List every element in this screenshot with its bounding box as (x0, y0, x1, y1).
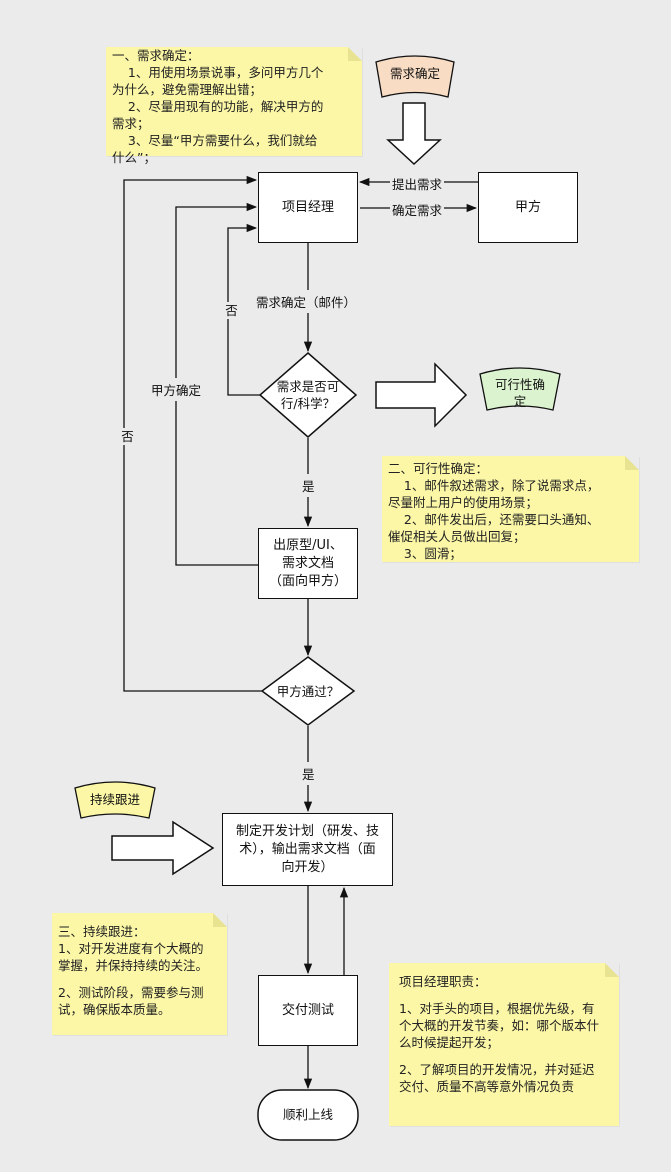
label-confirm-req: 确定需求 (390, 200, 445, 219)
note-line: 催促相关人员做出回复； (388, 529, 526, 544)
banner-feasibility-shape (479, 367, 561, 411)
banner-requirement: 需求确定 (389, 66, 440, 81)
diamond-client-pass (260, 656, 356, 726)
note-line: 1、邮件叙述需求，除了说需求点， (388, 478, 600, 493)
note-line: 么时候提起开发； (399, 1035, 500, 1050)
big-arrow-down (386, 102, 442, 166)
node-client: 甲方 (478, 172, 578, 243)
note-line: 1、用使用场景说事，多问甲方几个 (112, 65, 324, 80)
node-dev-plan-line: 制定开发计划（研发、技 (235, 823, 379, 839)
note-line: 3、圆滑； (388, 546, 462, 561)
banner-feasibility-line: 定 (513, 394, 527, 409)
node-prototype-line: （面向甲方） (268, 573, 347, 589)
note-line: 一、需求确定： (112, 48, 200, 63)
label-client-confirm: 甲方确定 (150, 378, 203, 401)
note-line: 1、对开发进度有个大概的 (58, 941, 204, 956)
node-client-pass-question: 甲方通过？ (276, 684, 340, 699)
label-yes2: 是 (301, 762, 316, 785)
note-line: 1、对手头的项目，根据优先级，有 (399, 1001, 595, 1016)
node-feasible-line: 行/科学？ (280, 396, 336, 411)
note-line: 2、测试阶段，需要参与测 (58, 985, 204, 1000)
terminator-launch (257, 1089, 359, 1141)
note-line: 需求； (112, 116, 150, 131)
note-line: 2、尽量用现有的功能，解决甲方的 (112, 99, 324, 114)
note-fold (213, 913, 227, 927)
banner-followup-shape (74, 781, 156, 819)
note-line: 什么”； (112, 150, 156, 165)
note-line: 3、尽量“甲方需要什么，我们就给 (112, 133, 318, 148)
note-line: 个大概的开发节奏，如：哪个版本什 (399, 1018, 600, 1033)
big-arrow-right (375, 362, 468, 428)
note-line: 尽量附上用户的使用场景； (388, 495, 539, 510)
label-raise-req: 提出需求 (390, 174, 445, 193)
note-line (399, 1051, 611, 1061)
node-delivery-test: 交付测试 (258, 975, 358, 1046)
label-no1: 否 (221, 302, 240, 319)
label-no2: 否 (117, 428, 136, 445)
note-pm-duties: 项目经理职责： 1、对手头的项目，根据优先级，有 个大概的开发节奏，如：哪个版本… (389, 963, 619, 1126)
node-prototype-line: 需求文档 (281, 555, 334, 571)
note-line: 2、了解项目的开发情况，并对延迟 (399, 1062, 595, 1077)
note-fold (348, 47, 362, 61)
note-fold (605, 963, 619, 977)
node-feasible-question: 需求是否可 行/科学？ (262, 378, 354, 412)
edge-no2 (123, 175, 262, 692)
node-launch: 顺利上线 (282, 1107, 333, 1122)
note-line: 项目经理职责： (399, 974, 487, 989)
node-dev-plan-line: 向开发） (281, 859, 334, 875)
banner-feasibility-line: 可行性确 (494, 377, 545, 392)
label-yes1: 是 (301, 474, 316, 497)
note-line: 三、持续跟进： (58, 924, 146, 939)
note-line (58, 974, 221, 984)
note-line: 交付、质量不高等意外情况负责 (399, 1079, 575, 1094)
node-feasible-line: 需求是否可 (276, 379, 340, 394)
note-line (399, 990, 611, 1000)
note-line: 二、可行性确定： (388, 461, 489, 476)
note-line: 掌握，并保持持续的关注。 (58, 958, 209, 973)
banner-requirement-shape (375, 55, 455, 98)
banner-followup: 持续跟进 (89, 792, 140, 807)
node-prototype-line: 出原型/UI、 (273, 537, 343, 553)
note-fold (625, 456, 639, 470)
big-arrow-right-2 (111, 820, 215, 876)
node-dev-plan-line: 术），输出需求文档（面 (239, 841, 376, 857)
node-project-manager: 项目经理 (258, 172, 358, 243)
note-line: 为什么，避免需理解出错； (112, 82, 263, 97)
note-followup: 三、持续跟进： 1、对开发进度有个大概的 掌握，并保持持续的关注。 2、测试阶段… (52, 913, 227, 1035)
note-line: 试，确保版本质量。 (58, 1002, 171, 1017)
banner-feasibility: 可行性确 定 (482, 376, 558, 410)
diamond-feasible (258, 352, 358, 438)
note-feasibility: 二、可行性确定： 1、邮件叙述需求，除了说需求点， 尽量附上用户的使用场景； 2… (382, 456, 639, 562)
node-prototype: 出原型/UI、 需求文档 （面向甲方） (258, 528, 358, 599)
node-dev-plan: 制定开发计划（研发、技 术），输出需求文档（面 向开发） (222, 813, 393, 886)
note-requirement: 一、需求确定： 1、用使用场景说事，多问甲方几个 为什么，避免需理解出错； 2、… (106, 47, 362, 165)
note-line: 2、邮件发出后，还需要口头通知、 (388, 512, 600, 527)
label-req-confirm-email: 需求确定（邮件） (254, 290, 359, 313)
